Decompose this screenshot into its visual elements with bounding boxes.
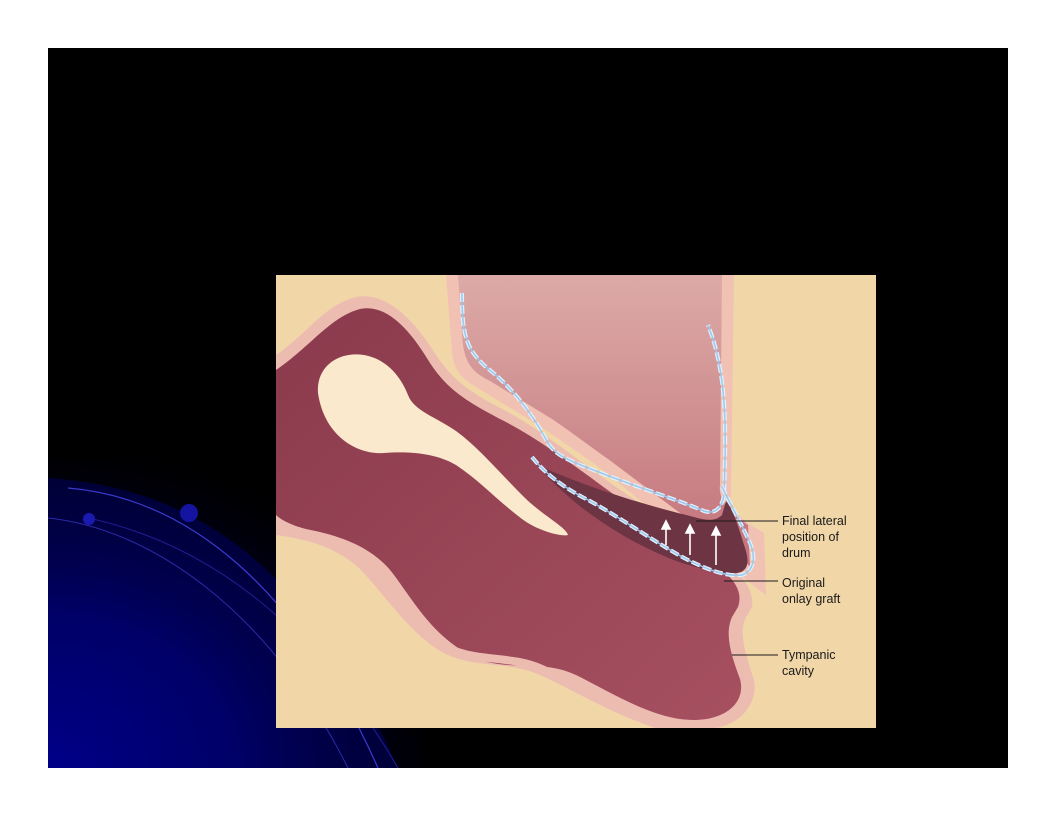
mastoid-air-cell bbox=[317, 354, 568, 536]
ear-diagram: Final lateral position of drum Original … bbox=[276, 275, 876, 728]
label-tympanic-cavity: Tympanic cavity bbox=[782, 648, 839, 678]
tympanic-membrane-final-edge bbox=[461, 292, 726, 513]
onlay-graft-original-edge bbox=[531, 456, 755, 577]
arrow-1-head bbox=[660, 519, 672, 530]
ear-canal bbox=[458, 275, 750, 567]
temporal-bone-lower bbox=[276, 535, 660, 728]
arrow-3-head bbox=[710, 525, 722, 536]
label-final-position: Final lateral position of drum bbox=[782, 514, 850, 560]
upward-arrows bbox=[660, 519, 722, 565]
arrow-2-head bbox=[684, 523, 696, 534]
label-final-position-line-3: drum bbox=[782, 546, 810, 560]
label-tympanic-cavity-line-1: Tympanic bbox=[782, 648, 836, 662]
leader-lines bbox=[696, 520, 778, 656]
label-original-graft-line-1: Original bbox=[782, 576, 825, 590]
label-final-position-line-1: Final lateral bbox=[782, 514, 847, 528]
label-final-position-line-2: position of bbox=[782, 530, 840, 544]
graft-pocket bbox=[538, 465, 748, 574]
orbit-dot-2 bbox=[180, 504, 198, 522]
label-original-graft-line-2: onlay graft bbox=[782, 592, 841, 606]
ear-diagram-illustration: Final lateral position of drum Original … bbox=[276, 275, 850, 728]
cavity-lining bbox=[276, 525, 670, 728]
orbit-dot-1 bbox=[83, 513, 95, 525]
presentation-slide: Final lateral position of drum Original … bbox=[48, 48, 1008, 768]
label-tympanic-cavity-line-2: cavity bbox=[782, 664, 815, 678]
label-original-graft: Original onlay graft bbox=[782, 576, 841, 606]
